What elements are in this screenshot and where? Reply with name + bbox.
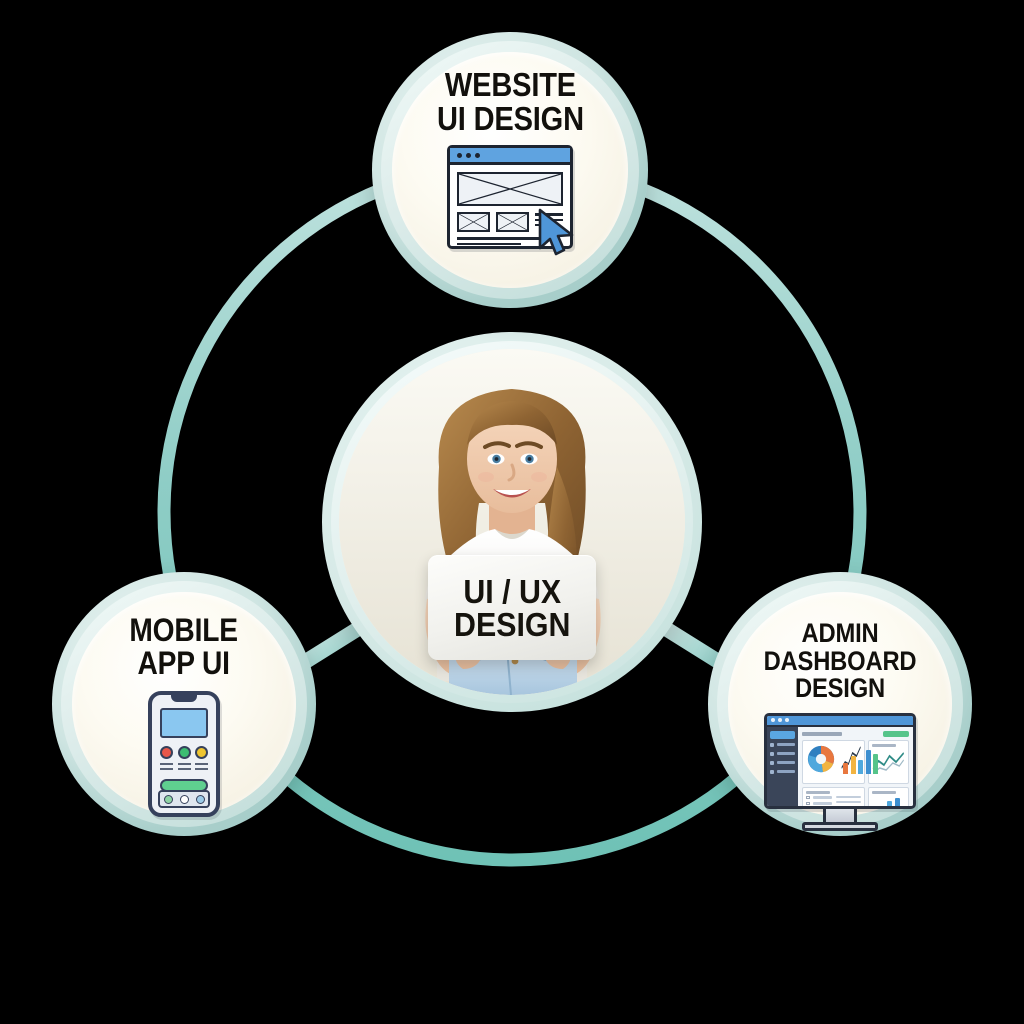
mini-bar-chart	[872, 796, 905, 806]
desktop-dashboard-icon	[764, 712, 916, 831]
laptop-text: UI / UX DESIGN	[453, 572, 571, 643]
node-website-label: WEBSITE UI DESIGN	[436, 66, 584, 137]
node-mobile-app-ui[interactable]: MOBILE APP UI	[52, 572, 316, 836]
hero-cross	[459, 174, 561, 205]
browser-wireframe-icon	[447, 145, 574, 256]
dashboard-topbar	[767, 715, 913, 727]
dashboard-action-badge	[883, 730, 909, 737]
nav-dot	[179, 794, 189, 804]
node-admin-dashboard-design[interactable]: ADMIN DASHBOARD DESIGN	[708, 572, 972, 836]
table-card	[802, 786, 866, 806]
center-hub[interactable]: UI / UX DESIGN	[322, 332, 702, 712]
card-cross	[459, 214, 488, 231]
titlebar-dot	[457, 152, 462, 158]
pie-chart	[807, 745, 835, 772]
hub-inner-face: UI / UX DESIGN	[339, 349, 685, 695]
phone-caption-lines	[160, 763, 208, 772]
wireframe-footer-lines	[457, 237, 563, 246]
phone-bottom-nav	[158, 790, 210, 809]
titlebar-dot	[475, 152, 480, 158]
node-mobile-label: MOBILE APP UI	[129, 612, 239, 681]
node-admin-label: ADMIN DASHBOARD DESIGN	[763, 618, 917, 704]
mouse-pointer-icon	[538, 209, 574, 256]
wireframe-card	[457, 212, 490, 233]
phone-screen	[160, 708, 208, 739]
wireframe-hero-block	[457, 172, 563, 207]
browser-titlebar	[450, 148, 570, 166]
dashboard-canvas	[798, 726, 913, 806]
monitor-neck	[823, 808, 857, 822]
dashboard-sidebar	[767, 726, 798, 806]
node-website-ui-design[interactable]: WEBSITE UI DESIGN	[372, 32, 648, 308]
laptop-with-text: UI / UX DESIGN	[428, 555, 596, 660]
hub-photo: UI / UX DESIGN	[339, 349, 685, 695]
phone-notch	[171, 695, 197, 703]
card-cross	[498, 214, 527, 231]
monitor-base	[802, 821, 878, 831]
wireframe-card	[496, 212, 529, 233]
phone-dot-green	[177, 746, 191, 760]
titlebar-dot	[466, 152, 471, 158]
phone-status-dots	[160, 746, 208, 760]
chart-card-pie-bars	[802, 739, 878, 784]
chart-card-mini-bars	[868, 786, 909, 806]
smartphone-icon	[148, 691, 220, 818]
phone-dot-red	[160, 746, 173, 760]
nav-dot	[163, 794, 173, 804]
phone-dot-yellow	[195, 746, 208, 760]
bar-chart	[843, 748, 878, 774]
nav-dot	[195, 794, 205, 804]
